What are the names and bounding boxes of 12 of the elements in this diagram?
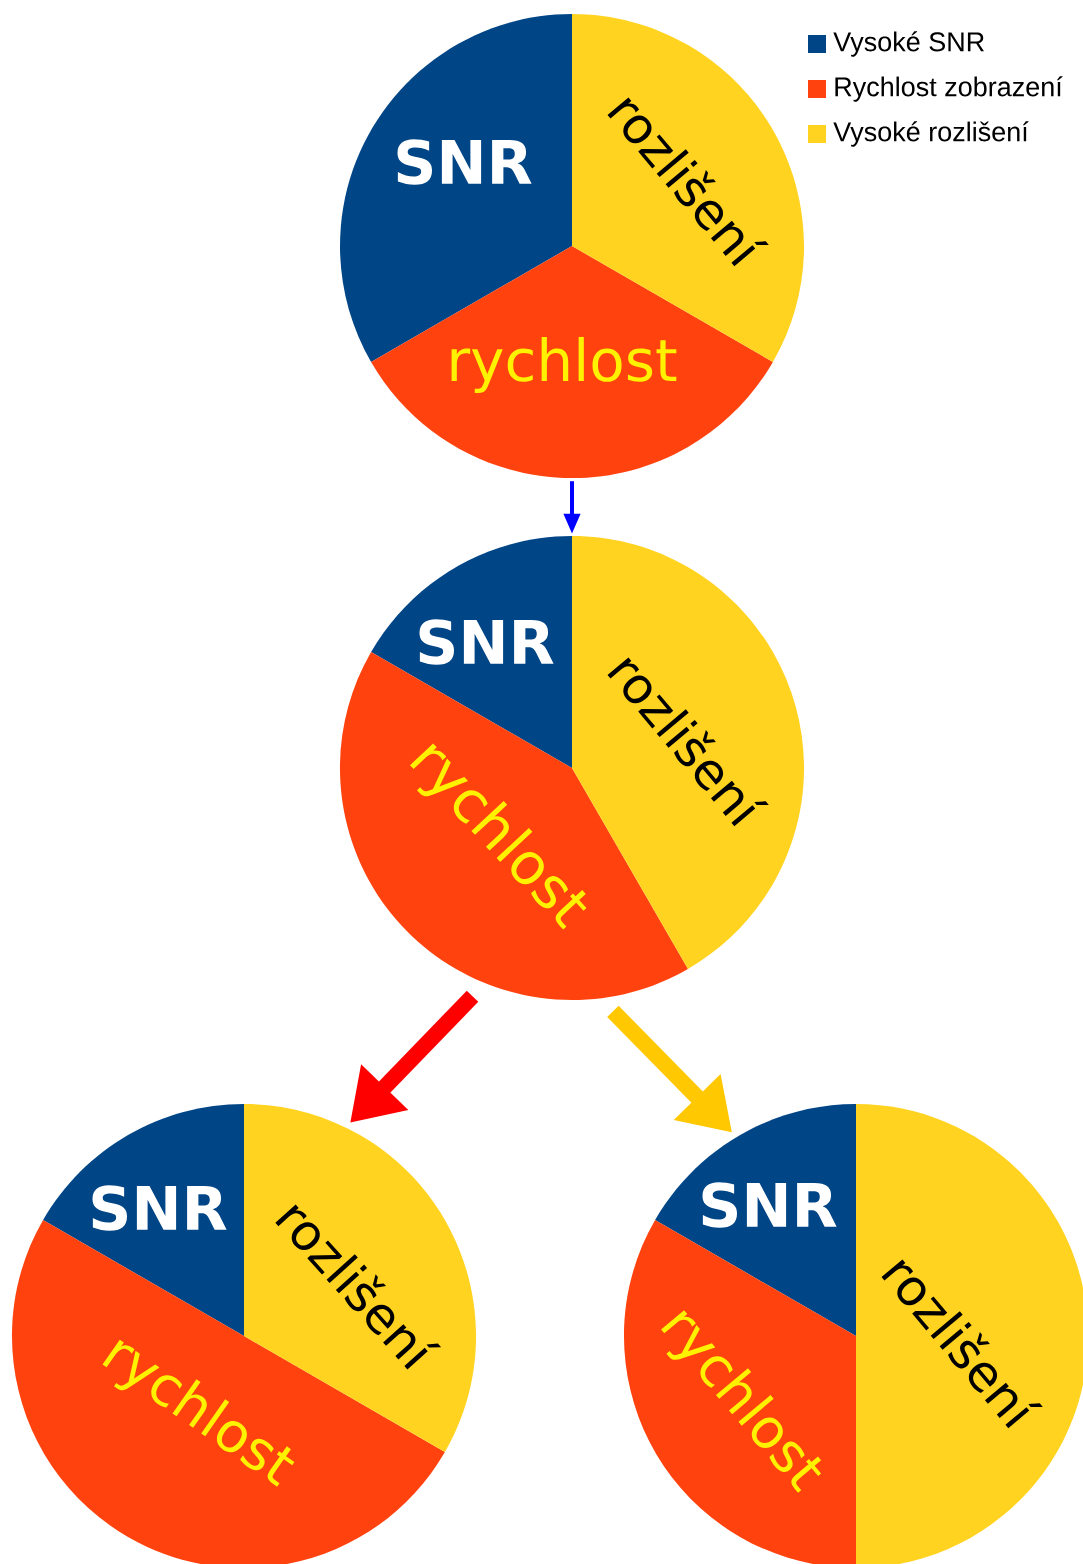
slice-label: SNR [419,619,554,665]
slice-label: SNR [397,139,532,185]
pie-chart [11,1104,477,1564]
legend-label: Vysoké SNR [833,31,984,57]
slice-label: SNR [92,1185,227,1231]
pie-chart [623,1104,1083,1564]
pie-chart [339,536,805,1000]
legend-label: Rychlost zobrazení [835,76,1063,102]
slice-label: SNR [702,1182,837,1228]
legend-label: Vysoké rozlišení [833,121,1029,147]
slice-label: rychlost [451,336,677,394]
pie-chart [340,14,805,479]
